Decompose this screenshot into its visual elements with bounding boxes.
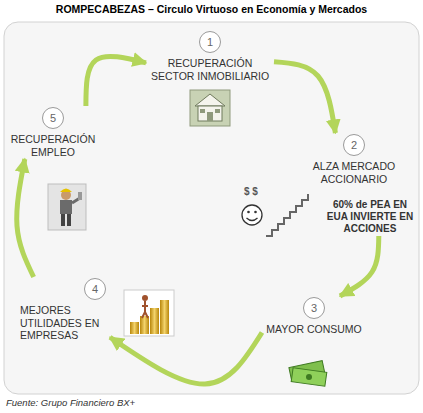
cycle-step: 4MEJORES UTILIDADES EN EMPRESAS <box>18 277 110 343</box>
title: ROMPECABEZAS – Circulo Virtuoso en Econo… <box>0 3 423 15</box>
caption: Fuente: Grupo Financiero BX+ <box>6 397 135 408</box>
house-icon <box>190 90 230 126</box>
cycle-arrow <box>17 159 34 277</box>
cycle-step: 3MAYOR CONSUMO <box>262 296 366 337</box>
step-number: 5 <box>42 107 64 129</box>
step-number: 1 <box>199 31 221 53</box>
step-number: 3 <box>303 297 325 319</box>
cycle-step: 1RECUPERACIÓN SECTOR INMOBILIARIO <box>146 30 274 83</box>
cycle-arrow <box>110 332 262 384</box>
cycle-arrow <box>340 236 379 296</box>
smiley-icon <box>242 205 262 225</box>
stairs-icon <box>266 194 308 236</box>
worker-icon <box>48 184 86 230</box>
step-number: 2 <box>343 134 365 156</box>
step-label: MAYOR CONSUMO <box>264 323 364 336</box>
step-label: ALZA MERCADO ACCIONARIO <box>294 160 414 185</box>
step-number: 4 <box>84 278 106 300</box>
panel <box>4 22 419 394</box>
note-text: 60% de PEA EN EUA INVIERTE EN ACCIONES <box>324 199 416 235</box>
step-label: RECUPERACIÓN EMPLEO <box>8 133 98 158</box>
step-label: RECUPERACIÓN SECTOR INMOBILIARIO <box>148 57 272 82</box>
currency-label: $ $ <box>244 186 258 197</box>
cycle-arrow <box>86 56 146 106</box>
cycle-step: 2ALZA MERCADO ACCIONARIO 60% de PEA EN EU… <box>292 133 416 236</box>
coins-icon <box>124 290 174 336</box>
money-icon <box>289 361 327 387</box>
step-label: MEJORES UTILIDADES EN EMPRESAS <box>20 304 108 342</box>
cycle-step: 5RECUPERACIÓN EMPLEO <box>6 106 100 159</box>
cycle-arrow <box>274 62 335 133</box>
